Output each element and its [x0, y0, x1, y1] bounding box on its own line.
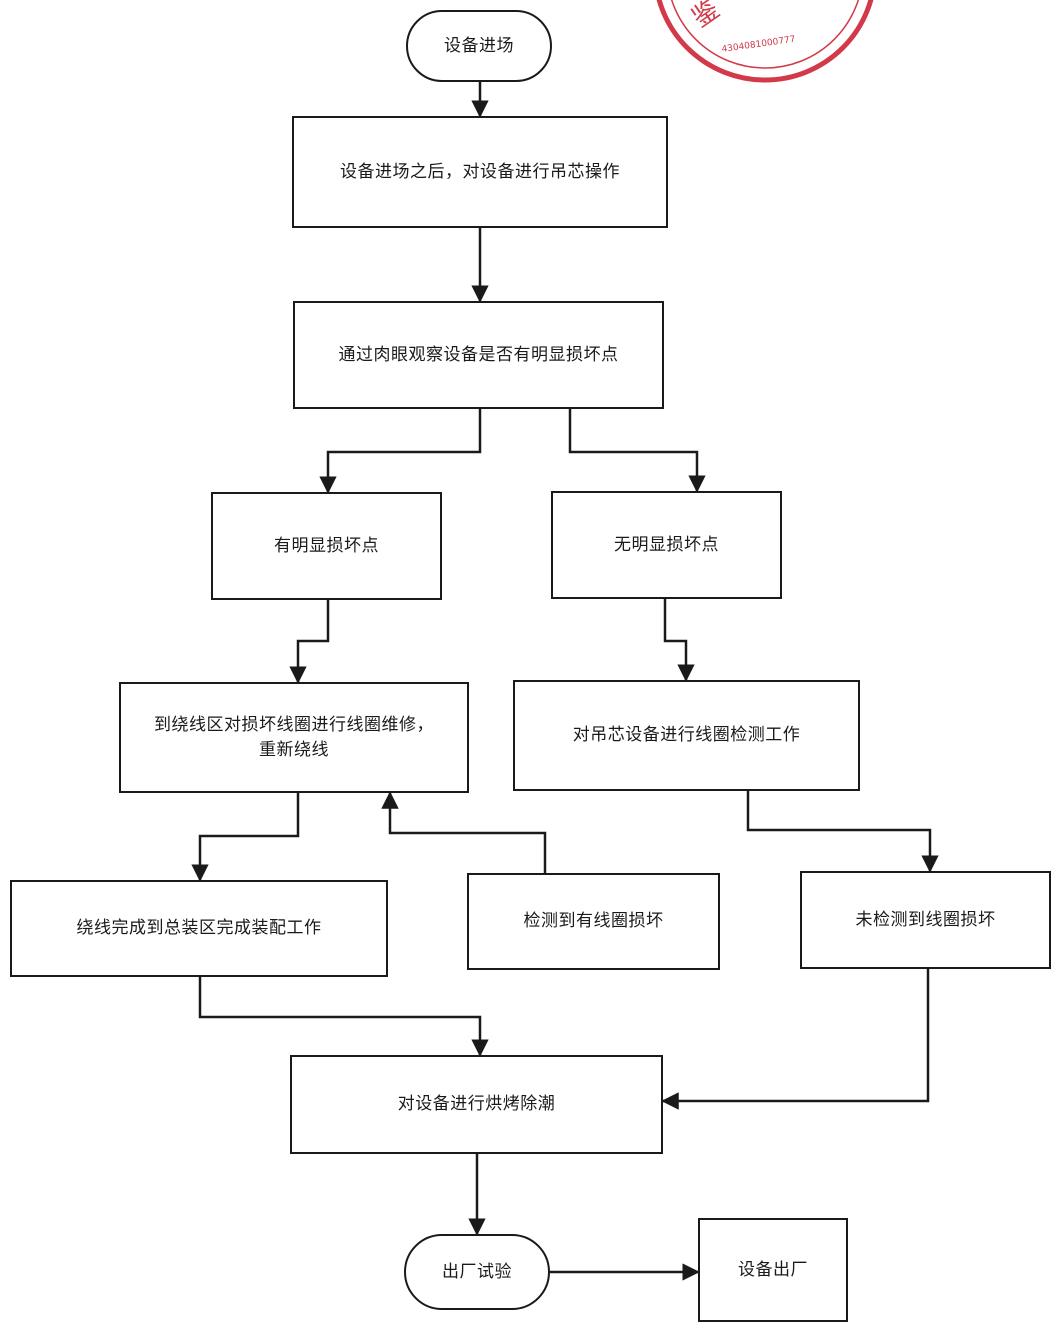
shipment-step: 设备出厂: [698, 1218, 848, 1322]
no-coil-damage-found: 未检测到线圈损坏: [800, 871, 1051, 969]
connector-n6-to-n8: [191, 793, 300, 882]
final-assembly-step: 绕线完成到总装区完成装配工作: [10, 880, 388, 977]
connector-n7-to-n10: [746, 791, 939, 873]
connector-n10-to-n11: [661, 969, 930, 1110]
no-visible-damage-branch: 无明显损坏点: [551, 491, 782, 599]
start-terminal: 设备进场: [406, 10, 552, 82]
connector-n3-to-n5: [568, 409, 706, 493]
coil-damage-found: 检测到有线圈损坏: [467, 873, 720, 970]
connector-n5-to-n7: [663, 599, 695, 682]
connector-n4-to-n6: [289, 600, 330, 684]
lift-core-step: 设备进场之后，对设备进行吊芯操作: [292, 116, 668, 228]
connector-n9-to-n6: [381, 791, 547, 873]
coil-test-step: 对吊芯设备进行线圈检测工作: [513, 680, 860, 791]
connector-n3-to-n4: [319, 409, 482, 494]
visible-damage-branch: 有明显损坏点: [211, 492, 442, 600]
factory-test-terminal: 出厂试验: [404, 1234, 550, 1310]
coil-rewinding-step: 到绕线区对损坏线圈进行线圈维修， 重新绕线: [119, 682, 469, 793]
visual-inspection-step: 通过肉眼观察设备是否有明显损坏点: [293, 301, 664, 409]
drying-step: 对设备进行烘烤除潮: [290, 1055, 663, 1154]
connector-n8-to-n11: [198, 977, 489, 1057]
